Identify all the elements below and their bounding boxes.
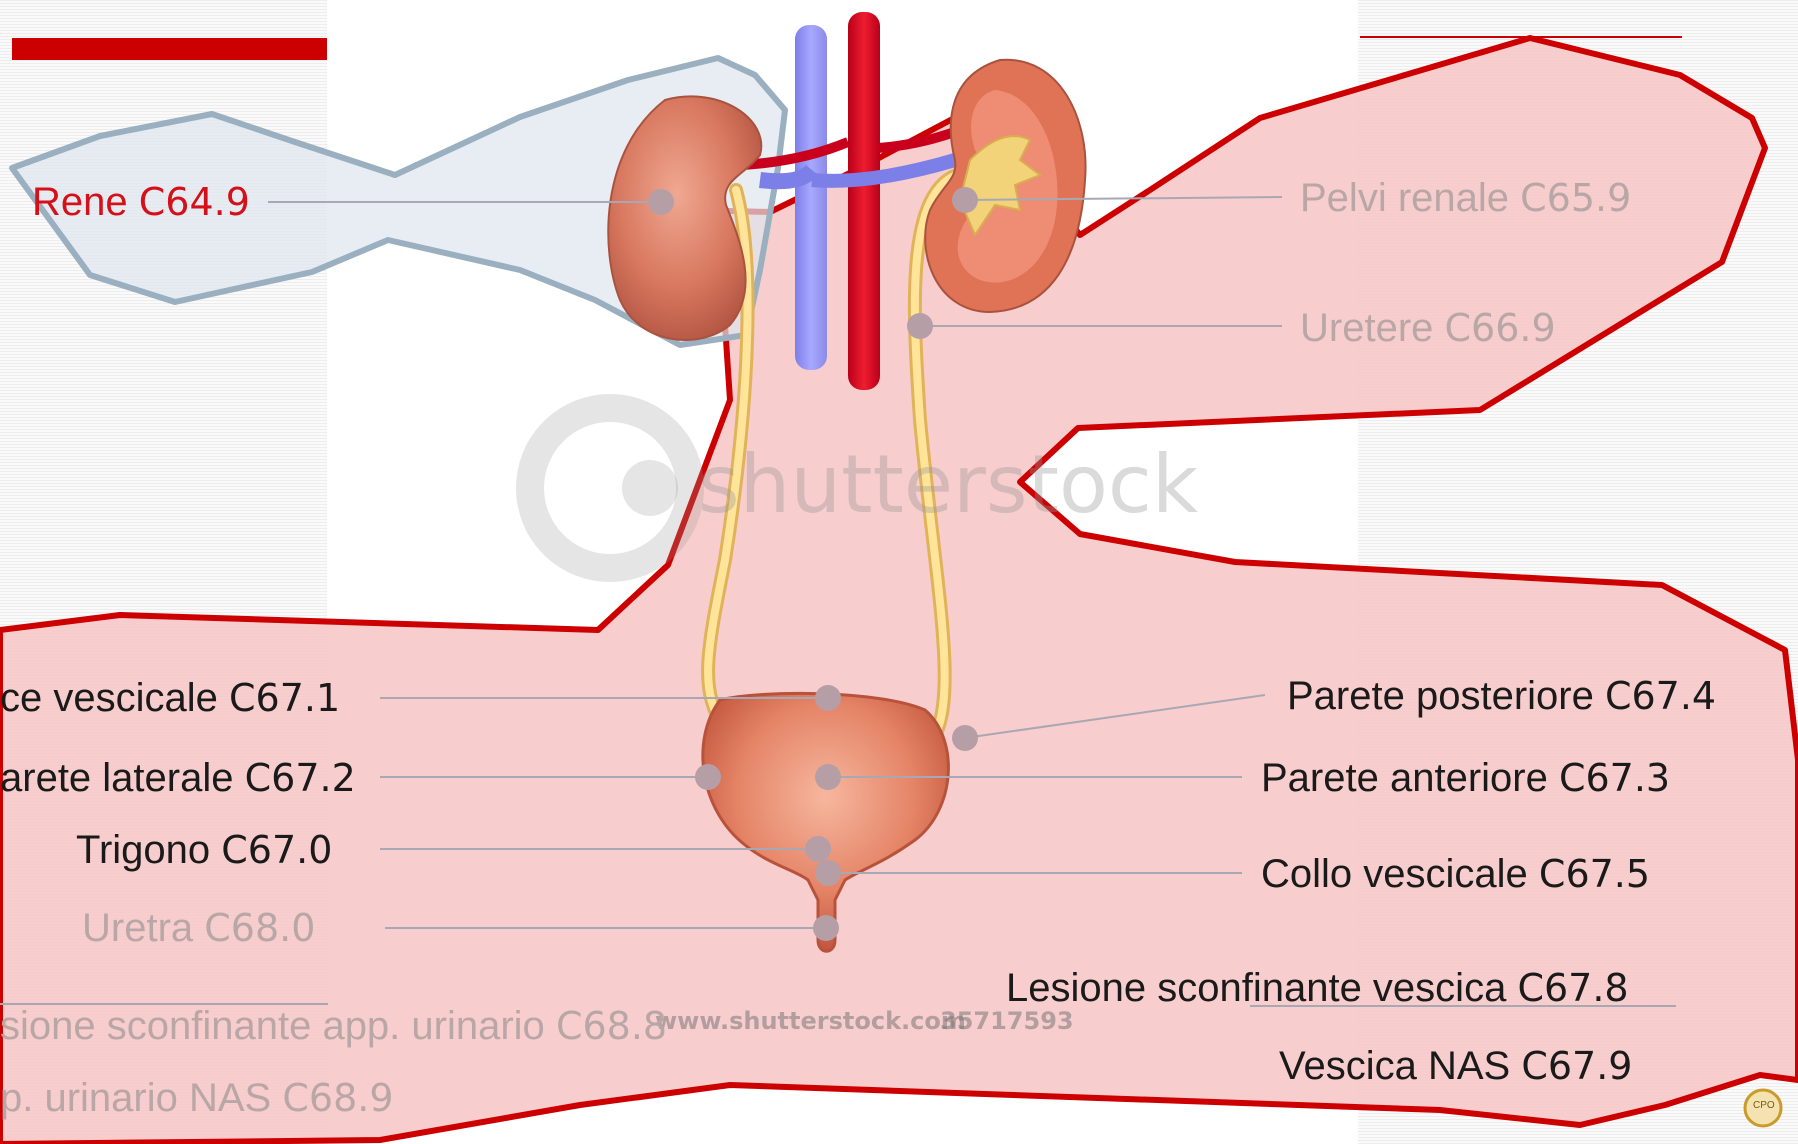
label-pelvi-renale: Pelvi renale C65.9 [1300, 176, 1631, 220]
label-lesione-sconfinante-app-urinario: sione sconfinante app. urinario C68.8 [0, 1004, 667, 1048]
label-vescica-nas: Vescica NAS C67.9 [1279, 1044, 1633, 1088]
label-collo-vescicale: Collo vescicale C67.5 [1261, 852, 1650, 896]
label-uretra: Uretra C68.0 [82, 906, 315, 950]
label-lesione-sconfinante-vescica: Lesione sconfinante vescica C67.8 [1006, 966, 1629, 1010]
label-app-urinario-nas: p. urinario NAS C68.9 [0, 1076, 394, 1120]
label-parete-laterale: arete laterale C67.2 [0, 756, 356, 800]
label-parete-anteriore: Parete anteriore C67.3 [1261, 756, 1670, 800]
watermark-id: 35717593 [940, 1007, 1074, 1035]
label-uretere: Uretere C66.9 [1300, 306, 1556, 350]
watermark-url: www.shutterstock.com [655, 1007, 966, 1035]
label-orifice-vescicale: ce vescicale C67.1 [0, 676, 340, 720]
label-parete-posteriore: Parete posteriore C67.4 [1287, 674, 1716, 718]
label-rene: Rene C64.9 [32, 180, 250, 224]
cpo-logo: CPO [1753, 1100, 1775, 1111]
label-trigono: Trigono C67.0 [76, 828, 332, 872]
watermark-brand: shutterstock [698, 438, 1198, 531]
